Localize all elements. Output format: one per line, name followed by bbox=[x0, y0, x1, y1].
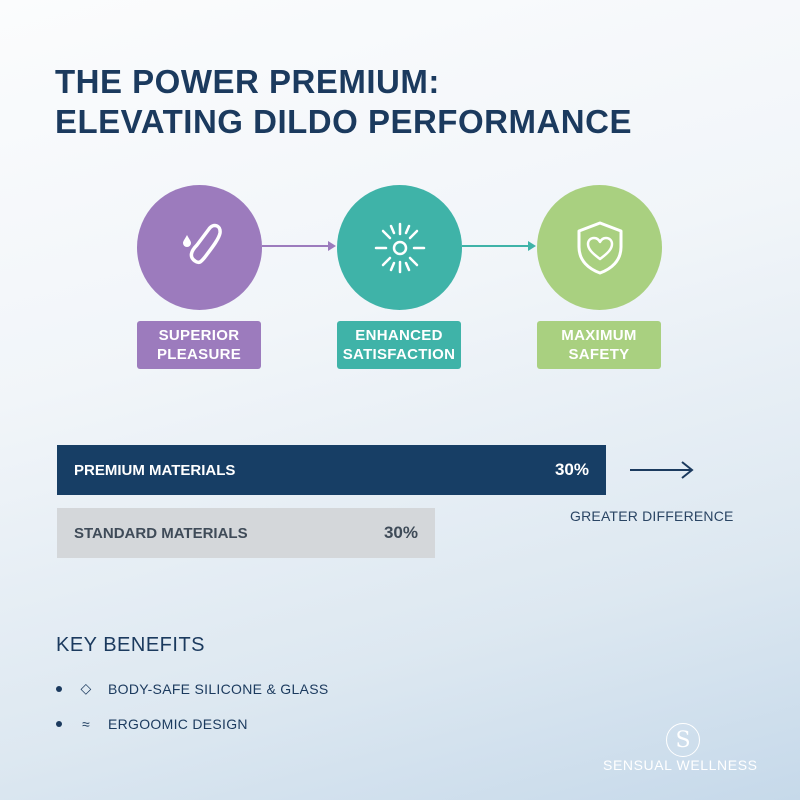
premium-materials-label: PREMIUM MATERIALS bbox=[74, 461, 236, 479]
brand-logo-icon: S bbox=[666, 723, 700, 757]
toy-droplet-icon bbox=[182, 223, 222, 264]
wave-icon: ≈ bbox=[82, 716, 90, 732]
standard-materials-value: 30% bbox=[383, 523, 418, 542]
title-line-1: THE POWER PREMIUM: bbox=[55, 63, 440, 100]
step-3-line-2: SAFETY bbox=[568, 346, 630, 363]
title-line-2: ELEVATING DILDO PERFORMANCE bbox=[55, 103, 632, 140]
bullet-icon bbox=[56, 685, 62, 692]
greater-difference-note: GREATER DIFFERENCE bbox=[570, 508, 734, 524]
premium-materials-value: 30% bbox=[554, 460, 589, 479]
step-label-enhanced-satisfaction: ENHANCED SATISFACTION bbox=[337, 321, 461, 369]
benefit-label: ERGOOMIC DESIGN bbox=[108, 716, 248, 732]
sparkle-icon bbox=[374, 222, 425, 273]
standard-materials-bar: STANDARD MATERIALS 30% bbox=[57, 508, 435, 558]
step-3-line-1: MAXIMUM bbox=[561, 327, 637, 344]
benefit-item: ◇ BODY-SAFE SILICONE & GLASS bbox=[56, 680, 328, 697]
flow-arrow-2 bbox=[462, 241, 536, 251]
diamond-icon: ◇ bbox=[80, 680, 92, 696]
key-benefits-heading: KEY BENEFITS bbox=[56, 634, 206, 656]
step-2-line-1: ENHANCED bbox=[355, 327, 443, 344]
step-label-maximum-safety: MAXIMUM SAFETY bbox=[537, 321, 661, 369]
page-title: THE POWER PREMIUM: ELEVATING DILDO PERFO… bbox=[55, 62, 632, 142]
arrow-right-icon bbox=[630, 461, 694, 479]
flow-arrow-1 bbox=[262, 241, 336, 251]
bullet-icon bbox=[56, 721, 62, 727]
step-1-line-1: SUPERIOR bbox=[158, 327, 240, 344]
shield-heart-icon bbox=[577, 221, 622, 274]
step-1-line-2: PLEASURE bbox=[156, 346, 242, 363]
benefit-item: ≈ ERGOOMIC DESIGN bbox=[56, 716, 248, 732]
step-maximum-safety-circle bbox=[537, 185, 662, 310]
step-superior-pleasure-circle bbox=[137, 185, 262, 310]
step-enhanced-satisfaction-circle bbox=[337, 185, 462, 310]
premium-materials-bar: PREMIUM MATERIALS 30% bbox=[57, 445, 606, 495]
benefit-label: BODY-SAFE SILICONE & GLASS bbox=[108, 680, 329, 697]
brand-name: SENSUAL WELLNESS bbox=[603, 757, 758, 773]
step-2-line-2: SATISFACTION bbox=[342, 346, 456, 363]
step-label-superior-pleasure: SUPERIOR PLEASURE bbox=[137, 321, 261, 369]
standard-materials-label: STANDARD MATERIALS bbox=[74, 524, 248, 542]
